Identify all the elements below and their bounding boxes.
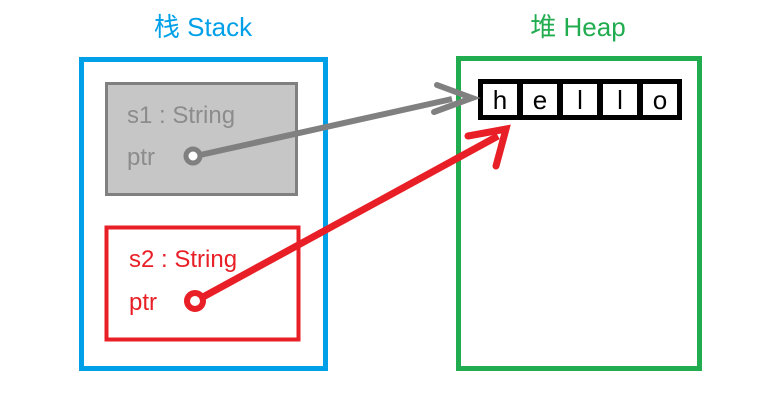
pointer-arrow-s1	[199, 82, 481, 158]
stack-frame-s1-border	[105, 82, 298, 196]
heap-boundary-box	[456, 56, 702, 371]
stack-frame-s2-box	[106, 227, 299, 340]
heap-region: 堆 Heap h e l l	[456, 12, 702, 371]
heap-string-cells[interactable]: h e l l o	[478, 79, 682, 120]
heap-string-cell-char: e	[533, 85, 547, 115]
heap-string-cell-char: l	[577, 85, 583, 115]
heap-string-cell-char: o	[653, 85, 667, 115]
stack-frame-s2-label: s2 : String	[129, 246, 237, 273]
heap-string-cell-border	[638, 79, 682, 120]
heap-string-cell	[520, 81, 560, 118]
stack-frame-s1-pointer-label: ptr	[127, 144, 155, 171]
stack-frame-s1-label: s1 : String	[127, 102, 235, 129]
stack-frame-s2-border	[104, 225, 301, 342]
stack-title: 栈 Stack	[154, 12, 253, 42]
heap-string-cell	[640, 81, 680, 118]
stack-region: 栈 Stack s1 : String ptr s2 : String ptr	[79, 12, 328, 371]
heap-title: 堆 Heap	[530, 12, 625, 42]
stack-frame-s2-pointer-node	[184, 290, 206, 312]
pointer-arrow-s1-line	[199, 96, 453, 158]
pointer-arrow-s1-head	[431, 82, 481, 115]
pointer-arrow-s2-head	[464, 124, 511, 170]
stack-boundary-box	[79, 57, 328, 371]
heap-string-cell-char: l	[617, 85, 623, 115]
heap-string-cell	[560, 81, 600, 118]
stack-frame-s1-pointer-node	[183, 146, 203, 166]
pointer-arrow-s2	[201, 124, 511, 301]
heap-string-cell-char: h	[493, 85, 507, 115]
stack-frame-s2-pointer-label: ptr	[129, 289, 157, 316]
pointer-arrow-s2-line	[201, 132, 500, 301]
heap-string-cell	[600, 81, 640, 118]
heap-string-cell	[480, 81, 520, 118]
stack-frame-s2[interactable]: s2 : String ptr	[104, 225, 301, 342]
